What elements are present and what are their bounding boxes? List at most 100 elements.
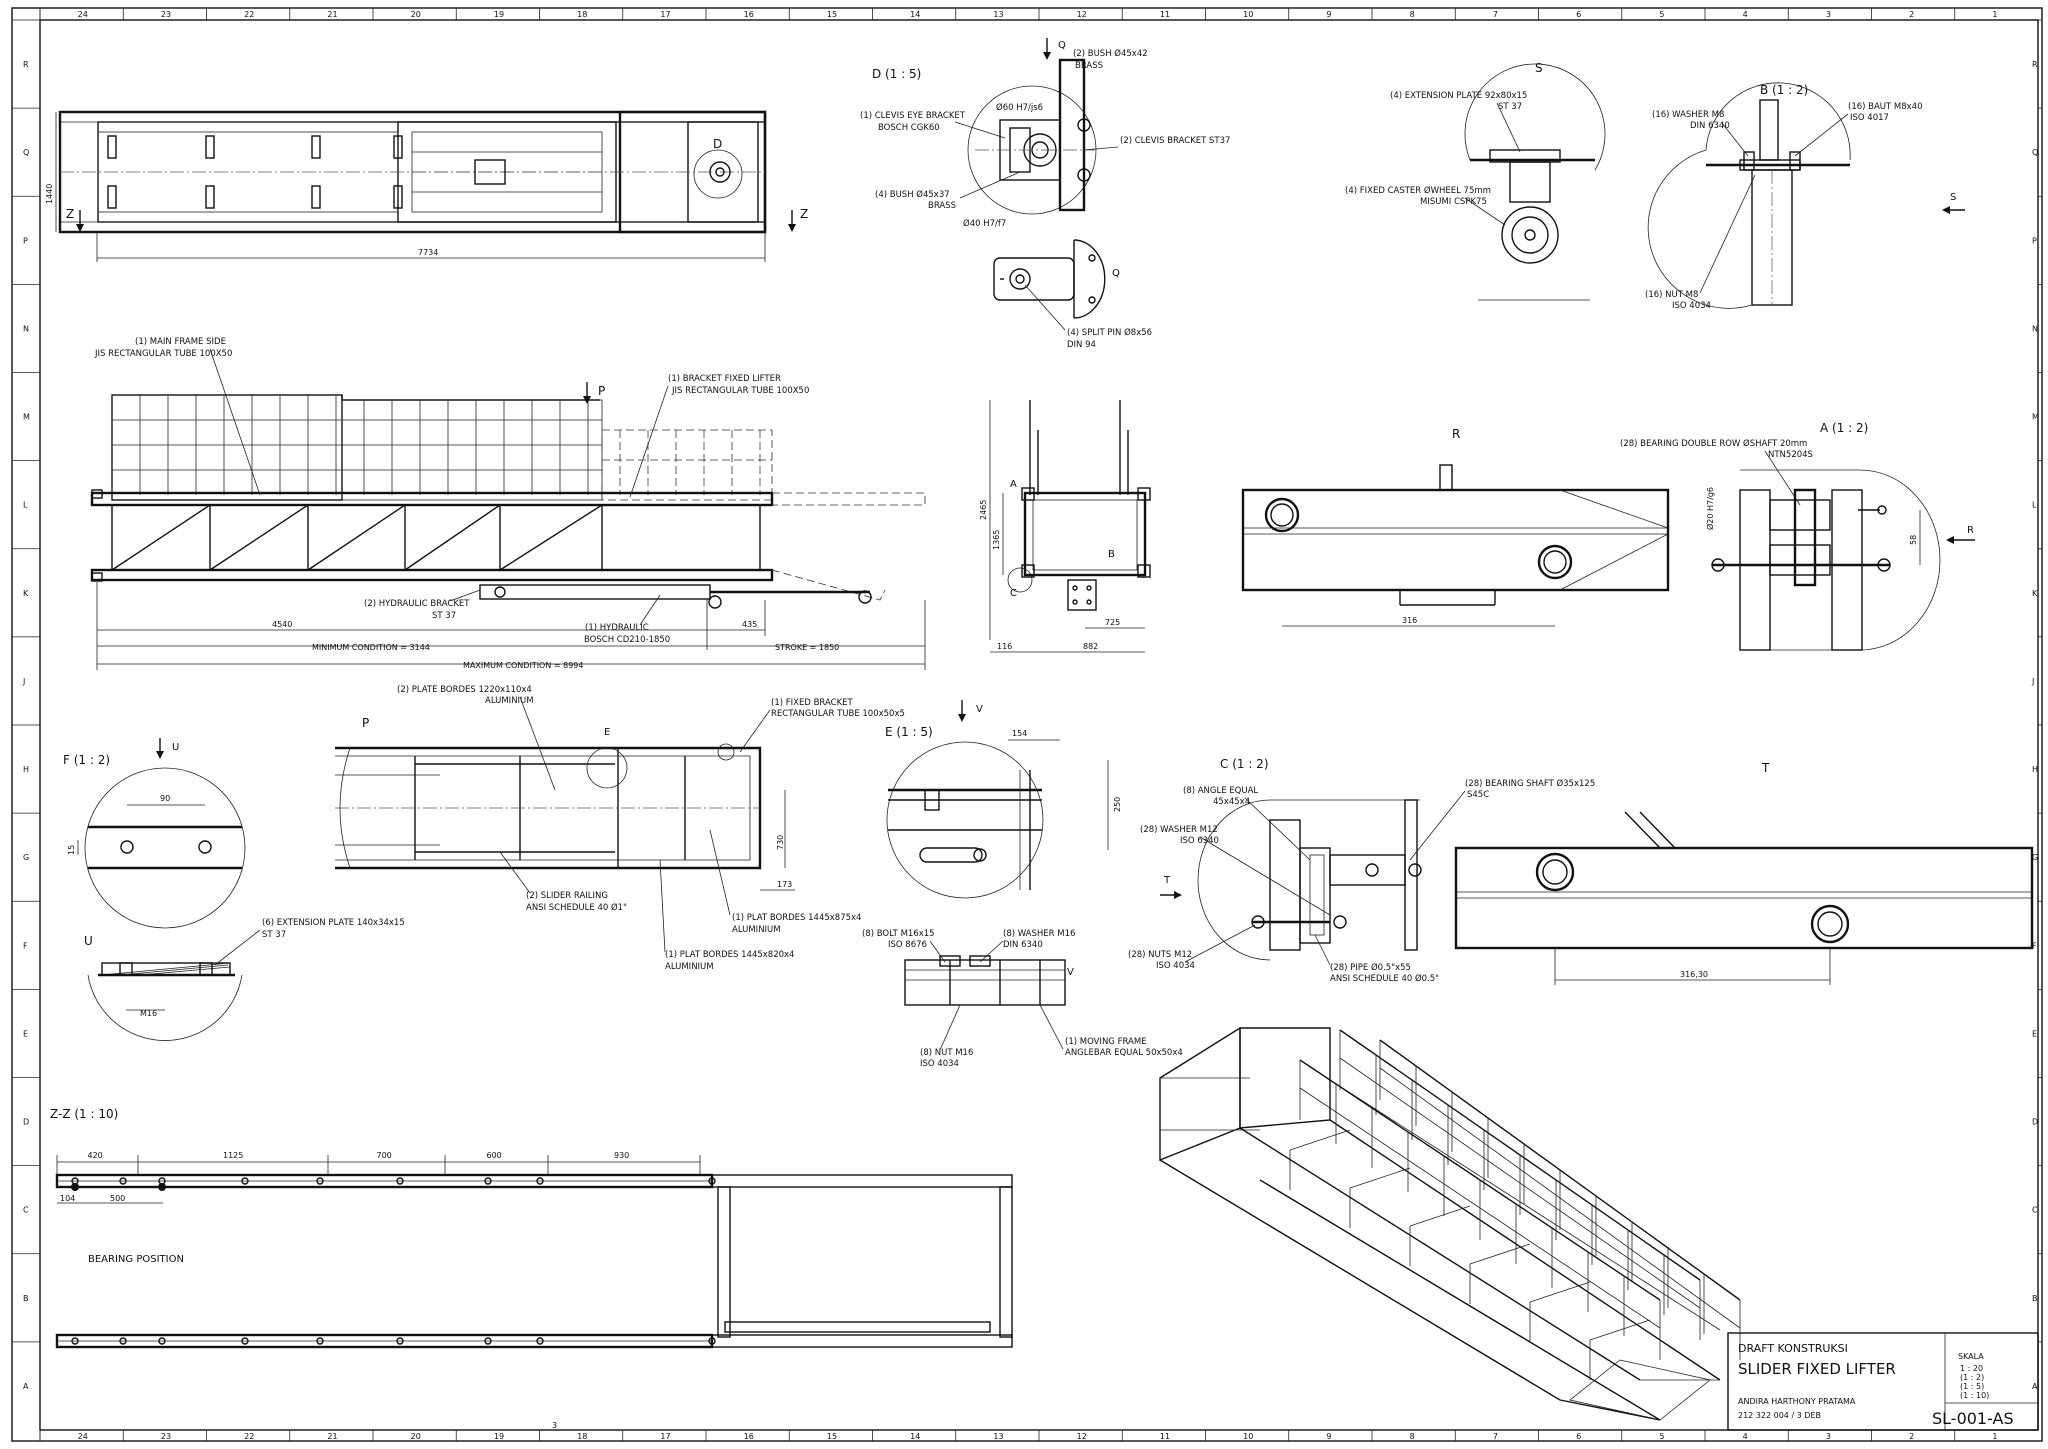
zz-dim-500: 500	[110, 1194, 125, 1203]
zone-col-label-bottom: 10	[1243, 1432, 1253, 1441]
label-c-bearing-shaft-mat: S45C	[1467, 790, 1489, 800]
zone-row-label-left: F	[23, 941, 28, 950]
end-dim-882: 882	[1083, 642, 1098, 651]
zone-col-label-top: 9	[1326, 10, 1331, 19]
zone-col-label-bottom: 12	[1077, 1432, 1087, 1441]
zone-col-label-bottom: 1	[1992, 1432, 1997, 1441]
zz-hole-bottom	[158, 1337, 166, 1345]
tb-skala: SKALA	[1958, 1352, 1984, 1361]
detail-r-title: R	[1452, 427, 1460, 441]
zz-hole-top	[119, 1177, 127, 1185]
zz-hole-top	[484, 1177, 492, 1185]
zz-hole-bottom	[536, 1337, 544, 1345]
zone-col-label-bottom: 15	[827, 1432, 837, 1441]
zone-row-label-right: K	[2032, 589, 2038, 598]
label-hydraulic-spec: BOSCH CD210-1850	[584, 635, 670, 645]
detail-d-q-marker: Q	[1058, 40, 1066, 51]
zone-col-label-bottom: 3	[1826, 1432, 1831, 1441]
end-label-c: C	[1010, 588, 1017, 599]
zone-row-label-right: R	[2032, 60, 2038, 69]
zone-row-label-right: L	[2032, 501, 2037, 510]
dim-435: 435	[742, 620, 757, 629]
plan-p-title: P	[362, 716, 369, 730]
label-plat-1445-mat: ALUMINIUM	[732, 925, 781, 935]
zone-col-label-top: 17	[660, 10, 670, 19]
zone-col-label-top: 8	[1410, 10, 1415, 19]
detail-e-v-marker: V	[976, 704, 983, 715]
label-ext-plate-92: (4) EXTENSION PLATE 92x80x15	[1390, 91, 1527, 101]
zone-col-label-top: 21	[327, 10, 337, 19]
zone-row-label-left: D	[23, 1118, 29, 1127]
zone-row-label-left: K	[23, 589, 29, 598]
center-mark: 3	[552, 1421, 557, 1430]
label-split-pin-std: DIN 94	[1067, 340, 1096, 350]
zone-col-label-top: 19	[494, 10, 504, 19]
detail-d-marker: D	[713, 137, 722, 151]
drawing-border	[11, 7, 2043, 1442]
detail-s: S (4) EXTENSION PLATE 92x80x15 ST 37 (4)…	[1345, 61, 1606, 301]
detail-b-s-marker: S	[1950, 192, 1956, 203]
detail-f-u-marker: U	[172, 742, 179, 753]
detail-e-title: E (1 : 5)	[885, 725, 933, 739]
detail-b: B (1 : 2) (16) WASHER M8 DIN 6340 (16) B…	[1645, 82, 1965, 311]
label-fixed-bracket: (1) FIXED BRACKET	[771, 698, 854, 708]
zone-row-label-left: B	[23, 1294, 29, 1303]
detail-a-r-marker: R	[1967, 525, 1974, 536]
zone-row-label-right: N	[2032, 324, 2038, 333]
zone-col-label-top: 2	[1909, 10, 1914, 19]
dim-4540: 4540	[272, 620, 292, 629]
tb-drawing-no: SL-001-AS	[1932, 1409, 2014, 1428]
label-u-ext-plate-mat: ST 37	[262, 930, 286, 940]
zone-row-label-left: A	[23, 1382, 29, 1391]
side-view: (1) MAIN FRAME SIDE JIS RECTANGULAR TUBE…	[90, 337, 926, 670]
label-c-nuts-std: ISO 4034	[1156, 961, 1195, 971]
dim-minimum: MINIMUM CONDITION = 3144	[312, 643, 430, 652]
zz-bearing-position: BEARING POSITION	[88, 1254, 184, 1265]
zone-col-label-top: 11	[1160, 10, 1170, 19]
detail-e-v-label: V	[1067, 967, 1074, 978]
label-bracket-fixed-lifter-spec: JIS RECTANGULAR TUBE 100X50	[671, 386, 809, 396]
zone-row-label-left: J	[22, 677, 25, 686]
end-dim-2465: 2465	[979, 500, 988, 520]
zone-col-label-top: 13	[993, 10, 1003, 19]
zone-col-label-bottom: 11	[1160, 1432, 1170, 1441]
zone-col-label-bottom: 6	[1576, 1432, 1581, 1441]
zone-column-ticks: 2424232322222121202019191818171716161515…	[39, 8, 1997, 1441]
zone-col-label-bottom: 22	[244, 1432, 254, 1441]
zone-col-label-bottom: 21	[327, 1432, 337, 1441]
iso-brace	[1349, 1167, 1411, 1189]
iso-brace	[1529, 1281, 1591, 1303]
iso-bracing	[1289, 1129, 1651, 1380]
label-b-baut: (16) BAUT M8x40	[1848, 102, 1923, 112]
label-bush2: (2) BUSH Ø45x42	[1073, 48, 1148, 59]
label-plate-bordes-mat: ALUMINIUM	[485, 696, 534, 706]
zone-row-label-left: N	[23, 324, 29, 333]
zz-hole-bottom	[71, 1337, 79, 1345]
detail-s-title: S	[1535, 61, 1543, 75]
zone-row-label-left: Q	[23, 148, 29, 157]
zone-row-label-left: H	[23, 765, 29, 774]
zone-col-label-bottom: 5	[1659, 1432, 1664, 1441]
label-clevis-bracket: (2) CLEVIS BRACKET ST37	[1120, 136, 1230, 146]
label-a-bearing: (28) BEARING DOUBLE ROW ØSHAFT 20mm	[1620, 438, 1807, 449]
detail-d-q-view-title: Q	[1112, 268, 1120, 279]
label-hydraulic-bracket-spec: ST 37	[432, 611, 456, 621]
zone-row-label-right: C	[2032, 1206, 2038, 1215]
tb-title: SLIDER FIXED LIFTER	[1738, 1360, 1896, 1378]
label-c-nuts: (28) NUTS M12	[1128, 950, 1192, 960]
zone-col-label-bottom: 8	[1410, 1432, 1415, 1441]
zz-dim-label: 420	[88, 1151, 103, 1160]
zone-col-label-top: 7	[1493, 10, 1498, 19]
zone-col-label-bottom: 13	[993, 1432, 1003, 1441]
detail-r: R 316	[1241, 427, 1670, 627]
detail-e: E (1 : 5) V 154 250 (8) BOLT M16x15 ISO …	[862, 700, 1183, 1069]
zone-row-label-left: P	[23, 236, 28, 245]
zone-row-label-right: F	[2032, 941, 2037, 950]
zone-col-label-bottom: 19	[494, 1432, 504, 1441]
zone-row-label-left: C	[23, 1206, 29, 1215]
detail-e-d154: 154	[1012, 729, 1027, 738]
detail-u: U (6) EXTENSION PLATE 140x34x15 ST 37 M1…	[84, 918, 405, 1041]
detail-c: C (1 : 2) (8) ANGLE EQUAL 45x45x4 (28) W…	[1128, 757, 1595, 984]
label-slider-railing: (2) SLIDER RAILING	[526, 891, 608, 901]
zone-col-label-top: 12	[1077, 10, 1087, 19]
